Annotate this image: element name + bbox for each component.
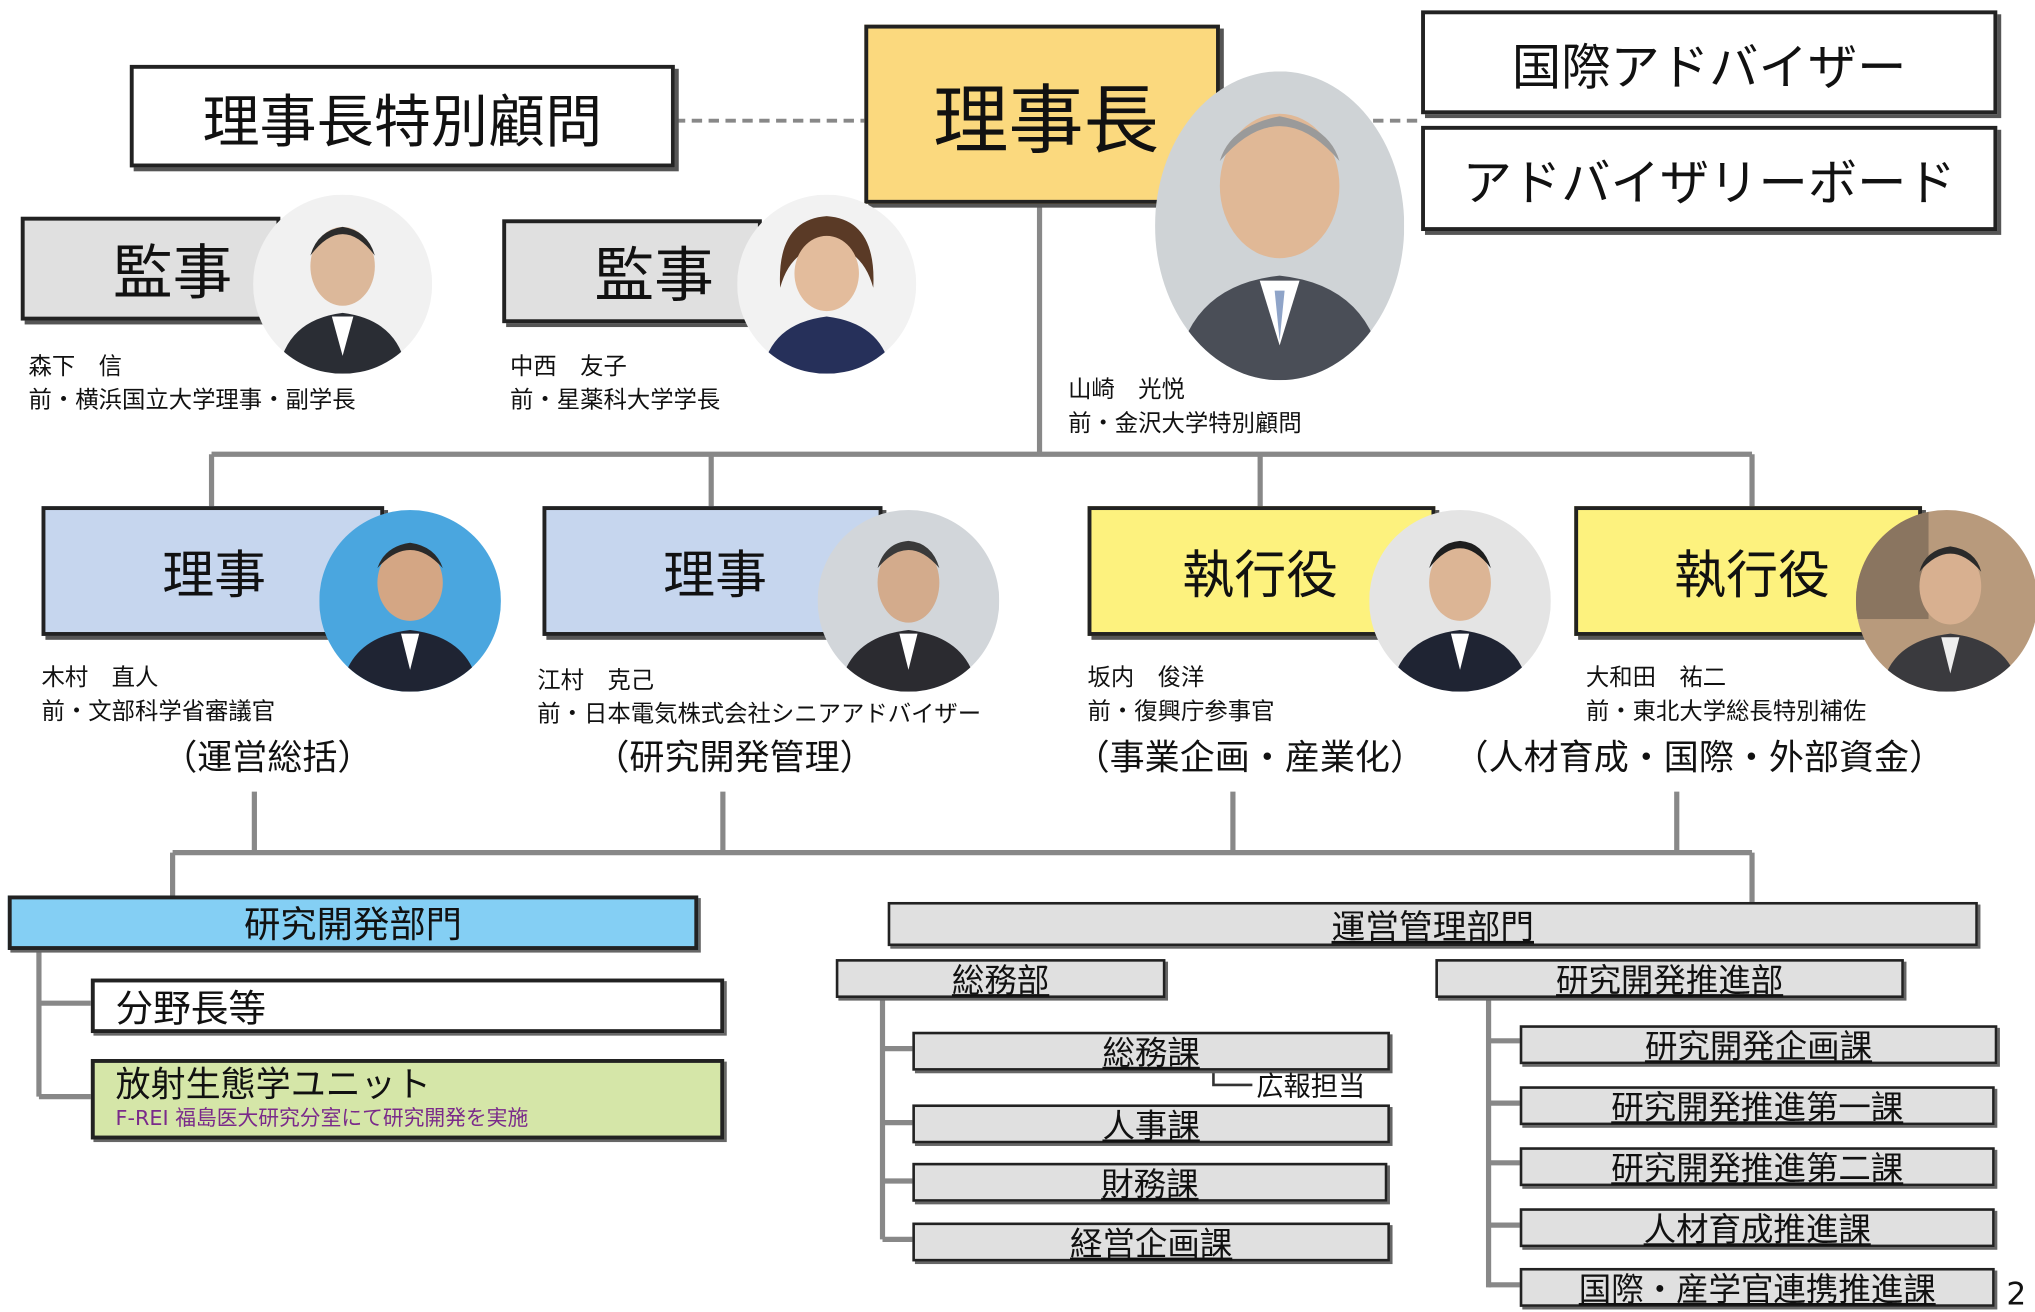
executive-officer-1-role: （事業企画・産業化） [1074, 738, 1425, 779]
executive-officer-1-name: 坂内 俊洋 [1087, 664, 1205, 692]
director-1-role: （運営総括） [162, 738, 373, 779]
auditor-2-name: 中西 友子 [510, 353, 627, 381]
director-2-role: （研究開発管理） [594, 738, 875, 779]
section-general-affairs: 総務課 [912, 1031, 1390, 1072]
auditor-1-photo [253, 194, 433, 374]
chairman-box: 理事長 [864, 24, 1220, 204]
auditor-box-2: 監事 [502, 219, 762, 324]
admin-division-box: 運営管理部門 [887, 901, 1978, 947]
section-rd-promotion-1: 研究開発推進第一課 [1519, 1086, 1995, 1126]
director-2-photo [817, 510, 1000, 692]
field-heads-box: 分野長等 [90, 978, 725, 1034]
executive-officer-2-photo [1855, 510, 2035, 692]
radioecology-unit-box: 放射生態学ユニット F-REI 福島医大研究分室にて研究開発を実施 [90, 1059, 725, 1140]
chairman-name: 山崎 光悦 [1068, 376, 1185, 404]
section-rd-promotion-2: 研究開発推進第二課 [1519, 1147, 1995, 1187]
general-affairs-dept: 総務部 [835, 959, 1166, 999]
section-management-planning: 経営企画課 [912, 1222, 1390, 1263]
director-1-photo [319, 510, 501, 692]
executive-officer-2-role: （人材育成・国際・外部資金） [1453, 738, 1945, 779]
executive-officer-1-photo [1369, 510, 1551, 692]
auditor-1-name: 森下 信 [28, 353, 122, 381]
section-personnel: 人事課 [912, 1104, 1390, 1145]
section-finance: 財務課 [912, 1162, 1388, 1203]
executive-officer-1-prev: 前・復興庁参事官 [1087, 698, 1275, 726]
executive-officer-2-name: 大和田 祐二 [1585, 664, 1727, 692]
section-rd-planning: 研究開発企画課 [1519, 1025, 1998, 1065]
chairman-photo [1155, 71, 1405, 381]
director-1-name: 木村 直人 [41, 664, 159, 692]
director-2-prev: 前・日本電気株式会社シニアアドバイザー [537, 700, 982, 729]
international-advisor-box: 国際アドバイザー [1421, 10, 1998, 115]
executive-officer-2-prev: 前・東北大学総長特別補佐 [1585, 698, 1867, 726]
special-advisor-box: 理事長特別顧問 [129, 64, 675, 168]
auditor-1-prev: 前・横浜国立大学理事・副学長 [28, 386, 356, 414]
auditor-2-prev: 前・星薬科大学学長 [510, 386, 721, 414]
section-international-collaboration: 国際・産学官連携推進課 [1519, 1267, 1995, 1308]
section-hr-development: 人材育成推進課 [1519, 1208, 1995, 1248]
pr-officer-label: 広報担当 [1256, 1070, 1366, 1102]
radioecology-unit-title: 放射生態学ユニット [115, 1065, 431, 1106]
auditor-box-1: 監事 [20, 216, 281, 321]
advisory-board-box: アドバイザリーボード [1421, 125, 1998, 232]
director-2-name: 江村 克己 [537, 667, 655, 695]
rd-promotion-dept: 研究開発推進部 [1435, 959, 1904, 999]
page-number: 2 [2006, 1275, 2027, 1312]
radioecology-unit-note: F-REI 福島医大研究分室にて研究開発を実施 [115, 1105, 529, 1131]
auditor-2-photo [737, 194, 917, 374]
director-1-prev: 前・文部科学省審議官 [41, 698, 276, 726]
chairman-prev: 前・金沢大学特別顧問 [1068, 410, 1302, 438]
research-division-box: 研究開発部門 [7, 895, 699, 950]
